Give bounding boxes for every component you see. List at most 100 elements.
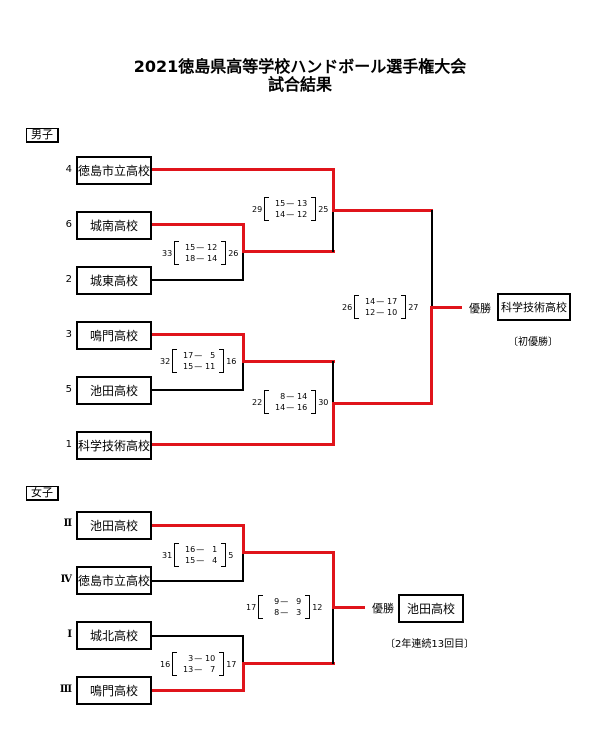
score-half: 4 [212,556,218,565]
score-half: 10 [387,308,398,317]
score-total-left: 31 [162,550,173,560]
girls-seed: Ⅰ [67,629,72,640]
girls-team-box: 徳島市立高校 [76,566,152,595]
girls-section-label: 女子 [26,486,59,501]
score-half: 14 [207,254,218,263]
bracket-line-winner [242,524,245,553]
score-total-left: 29 [252,204,263,214]
score-half: 8 [274,608,280,617]
bracket-line-winner [242,662,335,665]
match-score: 26 14—17 12—10 27 [342,295,419,319]
score-half: 14 [365,297,376,306]
boys-champion-box: 科学技術高校 [497,293,571,321]
boys-team-box: 鳴門高校 [76,321,152,350]
bracket-line-winner [242,360,335,363]
match-score: 17 9—9 8—3 12 [246,595,323,619]
champion-label: 優勝 [372,602,394,615]
bracket-line-loser [242,252,244,281]
score-total-left: 22 [252,397,263,407]
score-half: 1 [212,545,218,554]
bracket-line-loser [152,580,244,582]
score-half: 9 [296,597,302,606]
score-total-right: 25 [318,204,329,214]
score-total-right: 26 [228,248,239,258]
boys-team-box: 池田高校 [76,376,152,405]
bracket-line-winner [152,223,245,226]
score-total-left: 26 [342,302,353,312]
score-half: 17 [183,351,194,360]
bracket-line-loser [332,210,334,252]
bracket-line-loser [332,361,334,404]
score-total-right: 30 [318,397,329,407]
bracket-line-winner [430,306,462,309]
boys-team-box: 城南高校 [76,211,152,240]
bracket-line-loser [332,607,334,664]
score-total-left: 16 [160,659,171,669]
score-half: 7 [210,665,216,674]
boys-team-box: 徳島市立高校 [76,156,152,185]
score-total-left: 17 [246,602,257,612]
boys-seed: 6 [65,219,72,230]
bracket-line-loser [242,362,244,391]
match-score: 22 8—14 14—16 30 [252,390,329,414]
score-half: 16 [185,545,196,554]
boys-seed: 1 [65,439,72,450]
score-half: 16 [297,403,308,412]
score-total-right: 17 [226,659,237,669]
bracket-line-loser [152,389,244,391]
score-half: 13 [297,199,308,208]
boys-team-box: 城東高校 [76,266,152,295]
girls-team-box: 城北高校 [76,621,152,650]
bracket-line-winner [332,402,335,446]
bracket-line-winner [152,524,245,527]
score-half: 11 [205,362,216,371]
girls-team-box: 鳴門高校 [76,676,152,705]
boys-seed: 4 [65,164,72,175]
score-total-right: 12 [312,602,323,612]
score-half: 3 [188,654,194,663]
boys-seed: 5 [65,384,72,395]
bracket-line-winner [242,250,335,253]
score-half: 14 [275,210,286,219]
score-half: 9 [274,597,280,606]
score-half: 5 [210,351,216,360]
bracket-line-winner [242,662,245,692]
boys-team-box: 科学技術高校 [76,431,152,460]
score-total-right: 5 [228,550,234,560]
champion-label: 優勝 [469,302,491,315]
score-total-left: 33 [162,248,173,258]
bracket-line-loser [242,635,244,664]
match-score: 29 15—13 14—12 25 [252,197,329,221]
bracket-line-winner [152,168,335,171]
boys-seed: 2 [65,274,72,285]
boys-section-label: 男子 [26,128,59,143]
bracket-line-winner [332,551,335,608]
girls-champion-note: 〔2年連続13回目〕 [385,639,475,650]
score-half: 12 [365,308,376,317]
score-total-right: 27 [408,302,419,312]
bracket-line-winner [242,333,245,363]
score-half: 8 [280,392,286,401]
score-half: 14 [275,403,286,412]
score-half: 15 [185,556,196,565]
score-total-right: 16 [226,356,237,366]
bracket-line-winner [152,689,245,692]
boys-seed: 3 [65,329,72,340]
score-half: 17 [387,297,398,306]
bracket-line-winner [430,306,433,405]
bracket-line-loser [152,635,244,637]
score-half: 3 [296,608,302,617]
bracket-line-winner [242,223,245,253]
score-half: 15 [275,199,286,208]
girls-seed: Ⅳ [60,574,72,585]
score-half: 12 [297,210,308,219]
bracket-line-winner [152,443,335,446]
match-score: 16 3—10 13—7 17 [160,652,237,676]
bracket-line-winner [332,168,335,212]
bracket-line-winner [332,606,365,609]
match-score: 31 16—1 15—4 5 [162,543,234,567]
bracket-line-winner [332,402,433,405]
score-half: 15 [183,362,194,371]
score-half: 10 [205,654,216,663]
girls-seed: Ⅲ [59,684,72,695]
